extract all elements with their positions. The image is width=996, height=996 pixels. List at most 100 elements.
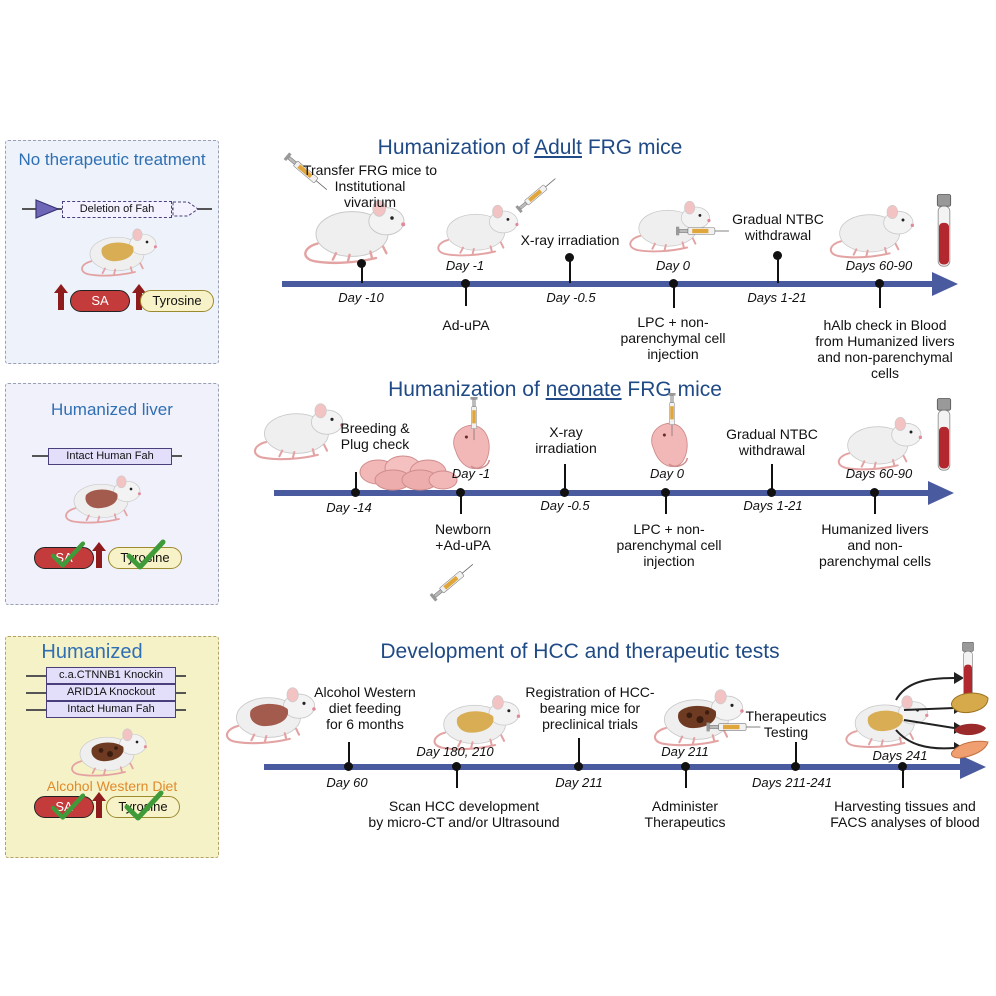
row1-day: Days 1-21 — [747, 290, 807, 305]
spleen-icon — [954, 723, 986, 736]
pups-pile-icon — [359, 455, 458, 491]
mouse-icon — [68, 723, 152, 779]
row2-title: Humanization of neonate FRG mice — [388, 378, 722, 401]
panel-humanized-liver: Humanized liver Intact Human Fah SA Tyro… — [5, 383, 219, 605]
row2-step-label: Breeding & Plug check — [340, 420, 410, 452]
row3-dot — [791, 762, 800, 771]
gene-ctnnb1-box: c.a.CTNNB1 Knockin — [46, 667, 176, 684]
row1-day: Day -0.5 — [546, 290, 596, 305]
row3-dot — [681, 762, 690, 771]
syringe-icon — [511, 170, 562, 217]
row2-tick — [564, 464, 566, 492]
mouse-icon — [826, 200, 920, 260]
row1-timeline-arrowhead — [932, 272, 958, 296]
sa-badge: SA — [70, 290, 130, 312]
row2-day: Days 60-90 — [845, 466, 913, 481]
row1-day: Day -10 — [338, 290, 384, 305]
row1-tick — [673, 284, 675, 308]
row3-step-label: Registration of HCC- bearing mice for pr… — [525, 684, 655, 732]
diet-label: Alcohol Western Diet — [46, 778, 178, 794]
mouse-icon — [62, 470, 146, 526]
row3-step-label: Harvesting tissues and FACS analyses of … — [830, 798, 980, 830]
increase-arrow-icon — [54, 284, 68, 310]
row3-title: Development of HCC and therapeutic tests — [380, 640, 780, 663]
row3-step-label: Scan HCC development by micro-CT and/or … — [368, 798, 560, 830]
row2-step-label: Humanized livers and non- parenchymal ce… — [818, 521, 932, 569]
row1-dot — [875, 279, 884, 288]
row3-step-label: Alcohol Western diet feeding for 6 month… — [314, 684, 416, 732]
check-icon — [50, 793, 86, 821]
row1-tick — [361, 262, 363, 283]
row2-tick — [665, 492, 667, 514]
panel-no-treatment: No therapeutic treatment Deletion of Fah… — [5, 140, 219, 364]
blood-tube-icon — [934, 192, 954, 272]
row3-day: Day 211 — [555, 775, 603, 790]
row3-dot — [574, 762, 583, 771]
row2-day: Day -0.5 — [540, 498, 590, 513]
row1-step-label: hAlb check in Blood from Humanized liver… — [815, 317, 955, 381]
row3-dot — [344, 762, 353, 771]
row1-day: Days 60-90 — [845, 258, 913, 273]
row3-tick — [578, 738, 580, 766]
row3-tick — [685, 766, 687, 788]
promoter-arrow-icon — [35, 199, 60, 219]
tyrosine-badge: Tyrosine — [140, 290, 214, 312]
mouse-icon — [430, 690, 526, 752]
row1-tick — [465, 284, 467, 306]
row1-tick — [569, 256, 571, 283]
row2-step-label: X-ray irradiation — [535, 424, 597, 456]
gene-arrow-icon — [172, 201, 199, 217]
row2-dot — [767, 488, 776, 497]
row3-day: Day 60 — [326, 775, 368, 790]
row3-day: Days 211-241 — [752, 775, 832, 790]
row2-dot — [351, 488, 360, 497]
row3-tick — [348, 742, 350, 766]
syringe-icon — [465, 397, 483, 441]
check-icon — [124, 790, 164, 822]
row3-timeline-arrowhead — [960, 755, 986, 779]
row2-tick — [874, 492, 876, 514]
check-icon — [50, 541, 86, 569]
row3-day: Days 241 — [872, 748, 928, 763]
row1-step-label: Ad-uPA — [442, 317, 490, 333]
row1-day: Day 0 — [656, 258, 690, 273]
syringe-icon — [425, 555, 481, 607]
liver-icon — [951, 692, 989, 713]
row2-tick — [771, 464, 773, 492]
increase-arrow-icon — [92, 792, 106, 818]
row3-step-label: Therapeutics Testing — [745, 708, 827, 740]
increase-arrow-icon — [92, 542, 106, 568]
row1-step-label: Transfer FRG mice to Institutional vivar… — [302, 162, 438, 210]
row3-day: Day 180, 210 — [416, 744, 494, 759]
panel-humanized-hcc: Humanized c.a.CTNNB1 Knockin ARID1A Knoc… — [5, 636, 219, 858]
row2-dot — [870, 488, 879, 497]
panel-title: Humanized liver — [51, 400, 173, 419]
row3-dot — [898, 762, 907, 771]
row2-dot — [661, 488, 670, 497]
row3-timeline — [264, 764, 962, 770]
row3-tick — [902, 766, 904, 788]
row2-timeline — [274, 490, 930, 496]
mouse-icon — [834, 412, 928, 472]
pancreas-icon — [951, 740, 989, 759]
row1-day: Day -1 — [445, 258, 485, 273]
row2-day: Days 1-21 — [743, 498, 803, 513]
row2-tick — [355, 472, 357, 492]
gene-arid1a-box: ARID1A Knockout — [46, 684, 176, 701]
row3-dot — [452, 762, 461, 771]
row3-tick — [456, 766, 458, 788]
row1-step-label: X-ray irradiation — [520, 232, 620, 248]
syringe-icon — [663, 393, 681, 437]
row1-dot — [357, 259, 366, 268]
panel-title: No therapeutic treatment — [18, 150, 206, 169]
panel-title: Humanized — [41, 641, 143, 663]
row1-title: Humanization of Adult FRG mice — [377, 136, 683, 159]
gene-deletion-box: Deletion of Fah — [62, 201, 172, 218]
gene-intact-box: Intact Human Fah — [46, 701, 176, 718]
row1-dot — [773, 251, 782, 260]
row1-dot — [565, 253, 574, 262]
blood-tube-icon — [934, 396, 954, 476]
row3-step-label: Administer Therapeutics — [644, 798, 726, 830]
mouse-icon — [78, 223, 162, 279]
row1-timeline — [282, 281, 934, 287]
